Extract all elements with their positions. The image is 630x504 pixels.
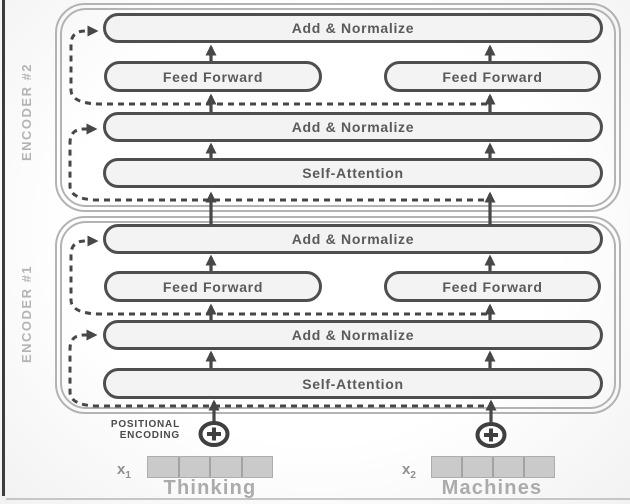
embedding-cell (463, 457, 494, 477)
plus-circle-icon (198, 421, 230, 447)
encoder1-self-attention-block: Self-Attention (103, 368, 603, 399)
input-word-machines: Machines (441, 477, 543, 499)
encoder1-feed-forward-left-block: Feed Forward (104, 271, 322, 302)
plus-circle-icon (475, 422, 507, 448)
embedding-cell (148, 457, 180, 477)
positional-encoding-line2: ENCODING (119, 430, 180, 441)
plus-icon (484, 428, 498, 442)
frame-edge-bottom (6, 498, 630, 500)
embedding-cell (242, 457, 272, 477)
token-symbol: x (402, 461, 411, 478)
encoder1-add-normalize-top-block: Add & Normalize (103, 224, 603, 254)
encoder2-add-normalize-top-block: Add & Normalize (103, 13, 603, 43)
embedding-cell (432, 457, 463, 477)
embedding-cell (179, 457, 211, 477)
token-subscript: 2 (410, 470, 416, 481)
input-token-label-x2: x2 (402, 461, 416, 481)
embedding-vector-x1 (147, 456, 273, 478)
encoder2-feed-forward-left-block: Feed Forward (104, 61, 322, 92)
input-token-label-x1: x1 (117, 461, 131, 481)
embedding-cell (494, 457, 525, 477)
encoder1-add-normalize-mid-block: Add & Normalize (103, 320, 603, 350)
token-subscript: 1 (125, 470, 131, 481)
positional-encoding-label: POSITIONAL ENCODING (75, 419, 180, 441)
encoder-2-box-inner-outline (60, 8, 616, 207)
frame-edge-left (2, 0, 5, 496)
encoder2-add-normalize-mid-block: Add & Normalize (103, 112, 603, 142)
encoder1-feed-forward-right-block: Feed Forward (384, 271, 601, 302)
encoder-1-label: ENCODER #1 (19, 264, 34, 364)
embedding-cell (525, 457, 554, 477)
encoder-2-label: ENCODER #2 (19, 62, 34, 162)
embedding-cell (211, 457, 243, 477)
encoder-2-box (55, 3, 621, 212)
encoder2-feed-forward-right-block: Feed Forward (384, 61, 601, 92)
encoder-1-box-inner-outline (60, 221, 616, 409)
plus-icon (207, 427, 221, 441)
positional-encoding-line1: POSITIONAL (110, 419, 180, 430)
encoder2-self-attention-block: Self-Attention (103, 158, 603, 188)
embedding-vector-x2 (431, 456, 555, 478)
token-symbol: x (117, 461, 126, 478)
encoder-1-box (55, 216, 621, 414)
input-word-thinking: Thinking (163, 477, 257, 499)
positional-encoding-plus-icons (198, 421, 507, 448)
